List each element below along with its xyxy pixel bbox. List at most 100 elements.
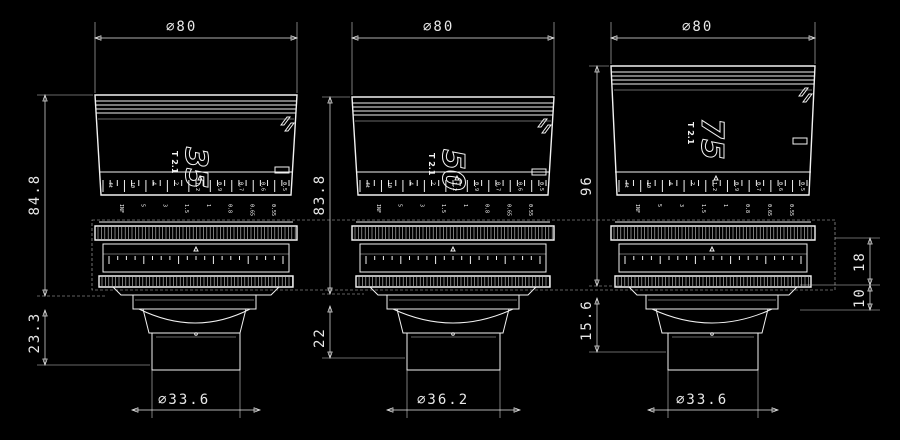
scale-number-text: 1 <box>462 204 468 207</box>
brand-logo-mark <box>537 118 552 134</box>
scale-number: 5 <box>397 204 403 207</box>
dimension-arrow <box>547 35 556 41</box>
scale-number: 0.7 <box>495 182 501 191</box>
dimension-arrow <box>385 407 394 413</box>
dimension-arrow <box>594 279 600 288</box>
index-triangle <box>713 174 719 181</box>
mount-shoulder <box>627 286 799 296</box>
scale-number-text: ft <box>364 182 370 188</box>
scale-number: 10 <box>386 182 392 188</box>
scale-number-text: 5 <box>140 204 146 207</box>
scale-number-text: 0.9 <box>733 182 739 191</box>
brand-logo-mark <box>798 87 813 103</box>
scale-number-text: 0.8 <box>744 204 750 213</box>
scale-number-text: 0.65 <box>766 204 772 216</box>
mount-flange <box>645 294 779 310</box>
iris-ring <box>359 243 547 273</box>
scale-number: 5 <box>656 204 662 207</box>
dimension-arrow <box>771 407 780 413</box>
mount-length-label: 15.6 <box>579 299 595 341</box>
rear-ring-dim: 10 <box>852 287 868 308</box>
dimension-arrow <box>594 64 600 73</box>
scale-number-text: 0.65 <box>505 204 511 216</box>
scale-number-text: 0.55 <box>527 204 533 216</box>
scale-number: 0.65 <box>248 204 254 216</box>
scale-number: 4 <box>667 182 673 185</box>
dimension-arrow <box>609 35 618 41</box>
scale-number-text: 0.5 <box>799 182 805 191</box>
scale-number: 0.8 <box>227 204 233 213</box>
scale-number: 1.2 <box>711 182 717 191</box>
mount-flange <box>132 294 257 310</box>
body-length-dim: 96 <box>579 175 595 196</box>
scale-number-text: 2 <box>172 182 178 185</box>
t-stop-label: T 2.1 <box>427 153 436 176</box>
t-stop-label: T 2.1 <box>686 122 695 145</box>
scale-number: 2 <box>172 182 178 185</box>
ring-reference-box <box>91 219 836 291</box>
scale-number-text: 3 <box>678 204 684 207</box>
gear-to-rear-dim: 18 <box>852 251 868 272</box>
index-plate <box>792 137 808 145</box>
mount-body <box>655 308 769 334</box>
scale-number: 0.55 <box>270 204 276 216</box>
scale-number: 1.2 <box>194 182 200 191</box>
scale-number-text: 0.6 <box>777 182 783 191</box>
body-length-label: 83.8 <box>312 174 328 216</box>
dimension-arrow <box>42 308 48 317</box>
front-diameter-label: ⌀80 <box>423 19 454 35</box>
rear-gear-ring <box>355 275 551 288</box>
scale-number: ft <box>623 182 629 188</box>
iris-ring <box>618 243 808 273</box>
mount-length-dim: 15.6 <box>579 299 595 341</box>
scale-number-text: 0.5 <box>281 182 287 191</box>
rear-diameter-label: ⌀33.6 <box>158 392 210 408</box>
scale-number: INF <box>118 204 124 213</box>
dimension-arrow <box>42 358 48 367</box>
scale-number-text: 0.8 <box>484 204 490 213</box>
scale-number-text: ft <box>107 182 113 188</box>
dimension-arrow <box>513 407 522 413</box>
front-diameter-label: ⌀80 <box>682 19 713 35</box>
scale-number-text: 4 <box>667 182 673 185</box>
optical-center-mark <box>194 332 198 336</box>
mount-shoulder <box>111 286 281 296</box>
scale-number: 0.6 <box>777 182 783 191</box>
mount-body <box>396 308 510 334</box>
dimension-arrow <box>253 407 262 413</box>
mount-curve <box>392 308 514 324</box>
scale-number-text: 1.2 <box>711 182 717 191</box>
scale-number-text: 0.65 <box>248 204 254 216</box>
scale-number-text: 1.2 <box>451 182 457 191</box>
mount-body <box>142 308 247 334</box>
scale-number-text: 0.9 <box>473 182 479 191</box>
dimension-arrow <box>290 35 299 41</box>
scale-number: 0.6 <box>516 182 522 191</box>
lens-barrel-outline <box>351 96 555 196</box>
scale-number-text: 4 <box>408 182 414 185</box>
scale-number: 10 <box>129 182 135 188</box>
scale-number-text: 0.55 <box>270 204 276 216</box>
scale-number: 0.5 <box>799 182 805 191</box>
dimension-arrow <box>594 345 600 354</box>
scale-number-text: INF <box>375 204 381 213</box>
scale-number-text: 0.5 <box>538 182 544 191</box>
gear-to-rear-label: 18 <box>852 251 868 272</box>
body-length-label: 84.8 <box>27 174 43 216</box>
scale-number: ft <box>364 182 370 188</box>
dimension-arrow <box>327 304 333 313</box>
body-length-dim: 83.8 <box>312 174 328 216</box>
scale-number-text: 3 <box>418 204 424 207</box>
scale-number-text: 1 <box>205 204 211 207</box>
scale-number: 5 <box>140 204 146 207</box>
scale-number: 4 <box>151 182 157 185</box>
scale-number-text: 1.5 <box>183 204 189 213</box>
dimension-arrow <box>646 407 655 413</box>
optical-center-mark <box>710 332 714 336</box>
scale-number: 1.5 <box>440 204 446 213</box>
dimension-arrow <box>867 236 873 245</box>
